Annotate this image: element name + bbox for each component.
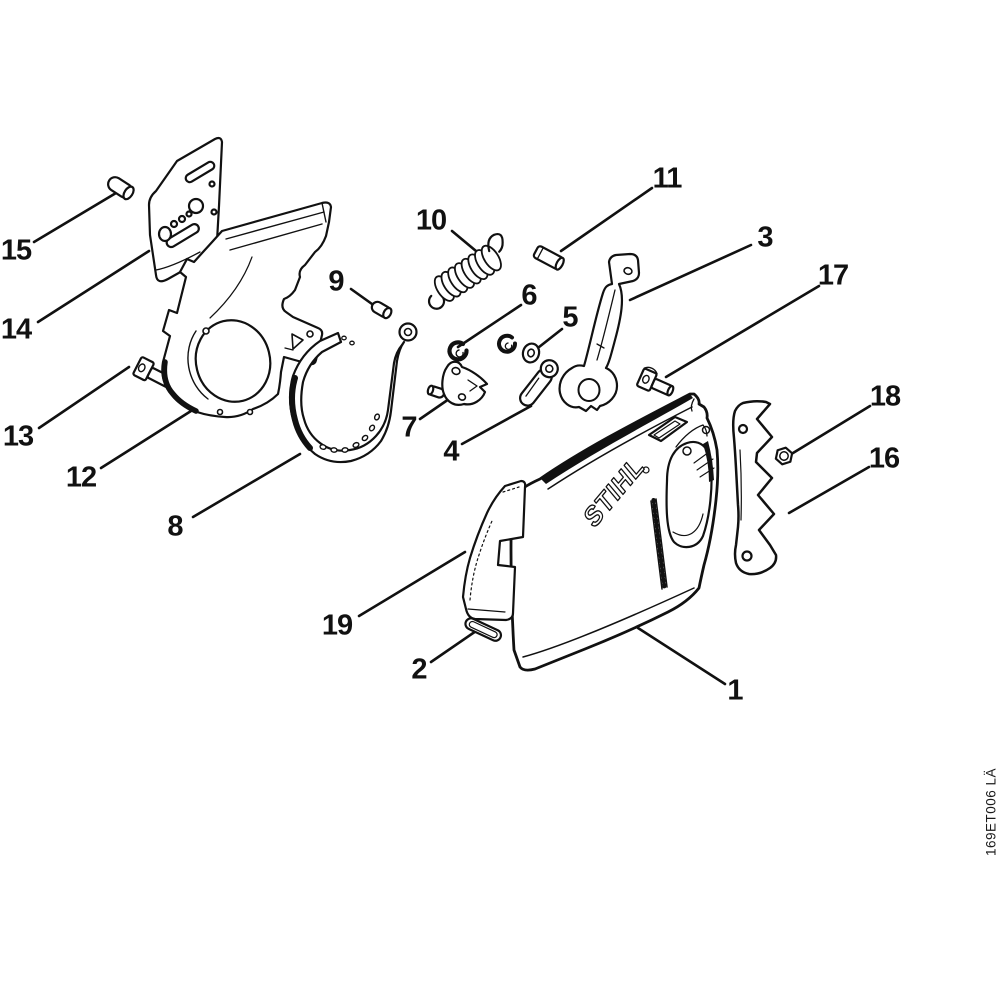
part-14-bar-plate [147, 136, 224, 283]
callout-19: 19 [321, 609, 353, 642]
part-8-brake-band [288, 322, 418, 464]
part-12-brake-housing [161, 201, 333, 419]
part-10-tension-spring [427, 232, 504, 310]
callout-17: 17 [817, 259, 849, 292]
part-15-pin [107, 176, 135, 201]
part-3-brake-lever [558, 252, 641, 413]
callout-10: 10 [415, 204, 447, 237]
part-5-washer [521, 342, 541, 364]
callout-2: 2 [411, 653, 427, 686]
part-2-pin [464, 617, 503, 642]
callout-16: 16 [868, 442, 900, 475]
leader-lines [32, 186, 872, 686]
callout-11: 11 [652, 162, 683, 195]
callout-5: 5 [562, 301, 578, 334]
callout-14: 14 [0, 313, 32, 346]
callout-18: 18 [869, 380, 901, 413]
callout-12: 12 [65, 461, 97, 494]
part-17-screw [636, 366, 675, 397]
part-18-nut [774, 446, 794, 466]
part-11-pin [532, 245, 565, 271]
callout-15: 15 [0, 234, 32, 267]
part-1-sprocket-cover: STIHL [509, 392, 720, 672]
part-9-pin [370, 300, 393, 320]
drawing-code: 169ET006 LÄ [983, 767, 999, 857]
part-19-cover-plate [461, 479, 527, 622]
part-16-bumper-spike [731, 399, 778, 576]
callout-13: 13 [2, 420, 34, 453]
callout-8: 8 [167, 510, 183, 543]
part-6-e-clip [447, 333, 518, 362]
callout-4: 4 [443, 435, 459, 468]
callout-9: 9 [328, 265, 344, 298]
callout-7: 7 [401, 411, 417, 444]
part-4-link [519, 359, 559, 407]
callout-1: 1 [727, 674, 743, 707]
callout-3: 3 [757, 221, 773, 254]
callout-6: 6 [521, 279, 537, 312]
part-7-pivot-cam [426, 360, 489, 406]
